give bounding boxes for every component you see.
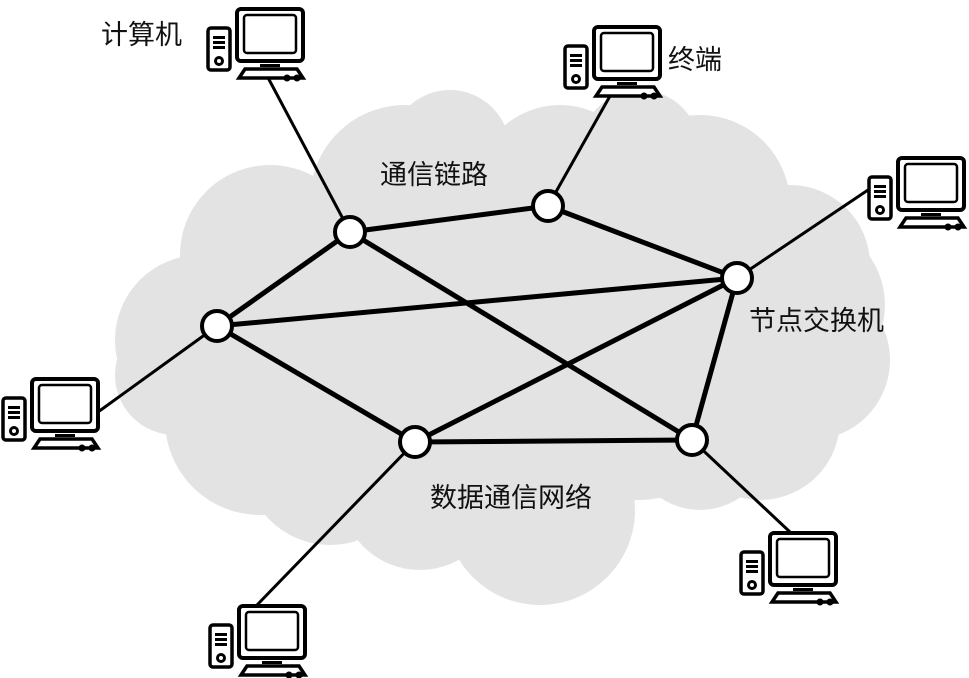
power-button-icon bbox=[9, 426, 19, 436]
trunk-links bbox=[215, 203, 740, 445]
keyboard-icon bbox=[30, 437, 102, 450]
node-top-mid bbox=[531, 189, 565, 223]
computer-top-left-icon bbox=[206, 7, 307, 82]
monitor-screen bbox=[242, 13, 298, 55]
access-link bbox=[736, 188, 869, 280]
node-top-left bbox=[333, 215, 367, 249]
tower-slot bbox=[213, 46, 225, 49]
trunk-link bbox=[689, 277, 740, 441]
label-switch-node: 节点交换机 bbox=[749, 306, 884, 337]
trunk-link bbox=[216, 275, 738, 329]
tower-slot bbox=[215, 633, 227, 636]
tower-slot bbox=[215, 638, 227, 641]
monitor-screen bbox=[903, 162, 959, 204]
switch-nodes bbox=[200, 189, 754, 459]
trunk-link bbox=[215, 323, 417, 445]
tower-slot bbox=[213, 41, 225, 44]
mouse-icon bbox=[295, 671, 303, 678]
mouse-icon bbox=[283, 74, 291, 82]
mouse-icon bbox=[88, 444, 96, 452]
trunk-link bbox=[348, 229, 694, 443]
trunk-link bbox=[215, 229, 352, 329]
computer-bottom-icon bbox=[208, 604, 309, 678]
keyboard-icon bbox=[237, 664, 309, 677]
tower-slot bbox=[570, 54, 582, 57]
tower-slot bbox=[874, 185, 886, 188]
computer-right-icon bbox=[867, 156, 968, 231]
mouse-icon bbox=[640, 92, 648, 100]
power-button-icon bbox=[214, 56, 224, 66]
network-cloud bbox=[115, 90, 890, 605]
tower-slot bbox=[746, 560, 758, 563]
mouse-icon bbox=[285, 671, 293, 678]
tower-slot bbox=[8, 406, 20, 409]
mouse-icon bbox=[826, 598, 834, 606]
terminal-top-icon bbox=[563, 25, 664, 100]
monitor-screen bbox=[775, 537, 831, 579]
access-link bbox=[255, 440, 417, 607]
monitor-screen bbox=[244, 610, 300, 652]
trunk-link bbox=[414, 437, 693, 445]
computer-bottom-right-icon bbox=[739, 531, 840, 606]
power-button-icon bbox=[571, 74, 581, 84]
mouse-icon bbox=[650, 92, 658, 100]
access-link bbox=[690, 438, 792, 534]
keyboard-icon bbox=[235, 67, 307, 80]
tower-slot bbox=[746, 565, 758, 568]
label-data-network: 数据通信网络 bbox=[430, 483, 592, 514]
label-communication-link: 通信链路 bbox=[380, 160, 488, 191]
tower-slot bbox=[215, 643, 227, 646]
power-button-icon bbox=[747, 580, 757, 590]
label-computer: 计算机 bbox=[101, 20, 182, 51]
monitor-stand bbox=[55, 434, 75, 437]
monitor-screen bbox=[599, 31, 655, 73]
node-bottom-right bbox=[675, 423, 709, 457]
tower-slot bbox=[874, 195, 886, 198]
access-link bbox=[263, 71, 352, 233]
monitor-stand bbox=[262, 661, 282, 664]
trunk-link bbox=[547, 203, 738, 281]
access-links bbox=[97, 71, 869, 607]
monitor-stand bbox=[617, 82, 637, 85]
label-terminal: 终端 bbox=[668, 45, 722, 76]
tower-slot bbox=[213, 36, 225, 39]
mouse-icon bbox=[816, 598, 824, 606]
tower-slot bbox=[570, 64, 582, 67]
cloud-lobe bbox=[715, 220, 885, 390]
access-link bbox=[97, 324, 218, 414]
access-link bbox=[546, 95, 612, 207]
computer-left-icon bbox=[1, 377, 102, 452]
tower-slot bbox=[874, 190, 886, 193]
monitor-screen bbox=[37, 383, 93, 425]
tower-slot bbox=[8, 416, 20, 419]
keyboard-icon bbox=[768, 591, 840, 604]
trunk-link bbox=[349, 203, 549, 235]
tower-slot bbox=[746, 570, 758, 573]
terminals bbox=[1, 7, 968, 678]
cloud-lobe bbox=[220, 220, 440, 440]
tower-slot bbox=[8, 411, 20, 414]
cloud-lobe bbox=[390, 90, 510, 210]
trunk-link bbox=[413, 275, 739, 445]
monitor-stand bbox=[793, 588, 813, 591]
power-button-icon bbox=[875, 205, 885, 215]
mouse-icon bbox=[293, 74, 301, 82]
node-right bbox=[720, 261, 754, 295]
mouse-icon bbox=[78, 444, 86, 452]
cloud-lobe bbox=[580, 90, 700, 210]
mouse-icon bbox=[944, 223, 952, 231]
keyboard-icon bbox=[896, 216, 968, 229]
power-button-icon bbox=[216, 653, 226, 663]
keyboard-icon bbox=[592, 85, 664, 98]
node-left bbox=[200, 309, 234, 343]
monitor-stand bbox=[260, 64, 280, 67]
tower-slot bbox=[570, 59, 582, 62]
monitor-stand bbox=[921, 213, 941, 216]
mouse-icon bbox=[954, 223, 962, 231]
node-bottom-mid bbox=[398, 425, 432, 459]
